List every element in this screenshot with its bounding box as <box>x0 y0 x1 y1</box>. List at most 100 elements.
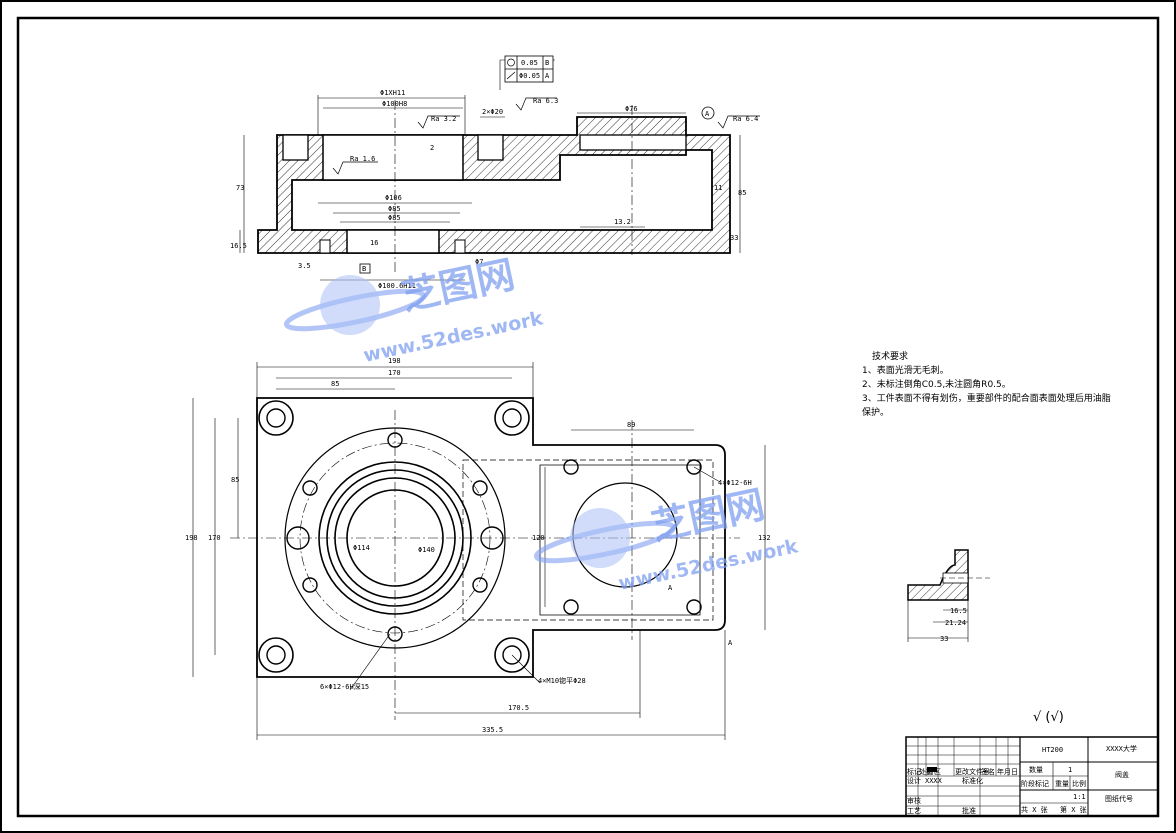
tech-title: 技术要求 <box>872 352 909 362</box>
dim-16-5: 16.5 <box>230 242 247 250</box>
watermark-brand-1: 芝图网 <box>398 252 519 319</box>
tb-part-name: 阀盖 <box>1115 770 1129 779</box>
detail-view: 16.5 21.24 33 <box>907 549 990 643</box>
note-4-m10: 4×M10锪平Φ28 <box>538 676 586 685</box>
tb-weight-label: 重量 <box>1055 780 1069 788</box>
dim-198-left: 198 <box>185 534 198 542</box>
watermark-1: 芝图网 www.52des.work <box>283 252 545 367</box>
tb-sheet-total: 共 X 张 <box>1021 805 1048 814</box>
dim-phi85b: Φ85 <box>388 214 401 222</box>
dim-phi140: Φ140 <box>418 546 435 554</box>
datum-b-marker <box>359 263 371 274</box>
ra-6-4: Ra 6.4 <box>733 115 758 123</box>
section-mark-a2: A <box>728 639 733 647</box>
bottom-bore <box>346 229 440 254</box>
tb-sheet-no: 第 X 张 <box>1060 805 1087 814</box>
dim-phi7: Φ7 <box>475 258 483 266</box>
tb-doc-label: 更改文件号 <box>955 767 990 776</box>
plan-view: 198 170 85 89 85 170 198 132 120 Φ114 Φ1… <box>185 357 771 740</box>
tb-count-label: 处数 <box>919 767 933 776</box>
tb-stage-label: 阶段标记 <box>1021 779 1049 788</box>
tb-material: HT200 <box>1042 746 1063 754</box>
dim-phi1xh11: Φ1XH11 <box>380 89 405 97</box>
counterbore-mid <box>477 134 504 161</box>
detail-profile <box>907 549 969 601</box>
dim-170-left: 170 <box>208 534 221 542</box>
tech-item-3: 3、工件表面不得有划伤，重要部件的配合面表面处理后用油脂 <box>862 394 1111 404</box>
tb-process-label: 工艺 <box>907 807 921 815</box>
tb-scale-label: 比例 <box>1072 779 1086 788</box>
dim-phi76: Φ76 <box>625 105 638 113</box>
ra-3-2: Ra 3.2 <box>431 115 456 123</box>
dim-89: 89 <box>627 421 635 429</box>
dim-2: 2 <box>430 144 434 152</box>
datum-b-label: B <box>362 265 366 273</box>
section-view: 0.05 B Φ0.05 A A B Ra 3.2 Ra 1.6 Ra 6.3 … <box>230 55 760 290</box>
tb-std-label: 标准化 <box>962 776 983 785</box>
title-block-text: HT200 XXXX大学 阀盖 数量 1 阶段标记 重量 比例 1:1 图纸代号… <box>907 744 1137 815</box>
corner-holes <box>258 400 530 673</box>
note-4-phi12: 4×Φ12-6H <box>718 479 752 487</box>
dim-85-left: 85 <box>231 476 239 484</box>
dim-phi85a: Φ85 <box>388 205 401 213</box>
tb-qty-label: 数量 <box>1029 765 1043 774</box>
tech-item-4: 保护。 <box>862 408 890 418</box>
dim-132: 132 <box>758 534 771 542</box>
dim-phi100h8: Φ100H8 <box>382 100 407 108</box>
tb-sign-label: 签名 <box>981 767 995 776</box>
gdt-2-value: Φ0.05 <box>519 72 540 80</box>
gdt-1-value: 0.05 <box>521 59 538 67</box>
tb-date-label: 年月日 <box>997 767 1018 776</box>
tech-item-2: 2、未标注倒角C0.5,未注圆角R0.5。 <box>862 380 1011 390</box>
tb-dark-block <box>927 767 937 772</box>
dim-170-5: 170.5 <box>508 704 529 712</box>
ra-6-3: Ra 6.3 <box>533 97 558 105</box>
gdt-2-datum: A <box>545 72 550 80</box>
tb-drawing-no: 图纸代号 <box>1105 794 1133 803</box>
plate-outline <box>256 397 726 678</box>
watermark-brand-2: 芝图网 <box>648 482 769 549</box>
slot-right <box>454 239 466 254</box>
dim-phi106: Φ106 <box>385 194 402 202</box>
tb-check-label: 审核 <box>907 796 921 805</box>
detail-dim-16-5: 16.5 <box>950 607 967 615</box>
dim-3-5: 3.5 <box>298 262 311 270</box>
dim-120: 120 <box>532 534 545 542</box>
tb-design-label: 设计 <box>907 776 921 785</box>
tb-mark-label: 标记 <box>907 767 921 776</box>
section-mark-a1: A <box>668 584 673 592</box>
gdt-1-datum: B <box>545 59 549 67</box>
dim-85-top: 85 <box>331 380 339 388</box>
slot-left <box>319 239 331 254</box>
bore-cut <box>322 134 464 181</box>
dim-198-top: 198 <box>388 357 401 365</box>
dim-335-5: 335.5 <box>482 726 503 734</box>
dim-73: 73 <box>236 184 244 192</box>
tb-qty-value: 1 <box>1068 766 1072 774</box>
dim-16: 16 <box>370 239 378 247</box>
datum-a-marker <box>701 106 715 120</box>
note-6-holes: 6×Φ12-6H深15 <box>320 682 369 691</box>
dim-33: 33 <box>730 234 738 242</box>
inner-border <box>16 16 1160 818</box>
dim-85-right: 85 <box>738 189 746 197</box>
dim-phi114: Φ114 <box>353 544 370 552</box>
tb-approve-label: 批准 <box>962 806 976 815</box>
counterbore-left <box>282 134 309 161</box>
dim-phi100-6: Φ100.6H11 <box>378 282 416 290</box>
right-holes <box>563 459 702 615</box>
tb-scale-value: 1:1 <box>1073 793 1086 801</box>
tb-designer: XXXX <box>925 777 943 785</box>
pocket-right <box>579 134 687 151</box>
detail-dim-21-24: 21.24 <box>945 619 966 627</box>
dim-170-top: 170 <box>388 369 401 377</box>
title-block <box>905 736 1159 817</box>
tech-item-1: 1、表面光滑无毛刺。 <box>862 366 949 376</box>
detail-dim-33: 33 <box>940 635 948 643</box>
dim-2phi20: 2×Φ20 <box>482 108 503 116</box>
tb-university: XXXX大学 <box>1106 744 1137 753</box>
tech-requirements: 技术要求 1、表面光滑无毛刺。 2、未标注倒角C0.5,未注圆角R0.5。 3、… <box>862 350 1162 420</box>
general-roughness-symbol: √ (√) <box>1033 710 1064 725</box>
